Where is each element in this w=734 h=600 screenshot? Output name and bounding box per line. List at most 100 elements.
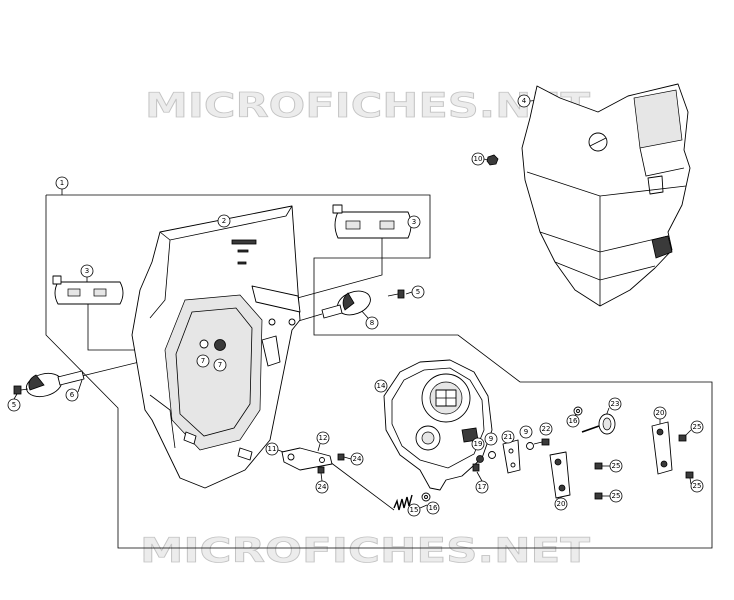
bolt-part-10 [486, 154, 499, 166]
callout-label: 1 [60, 179, 64, 187]
callout-label: 8 [370, 319, 374, 327]
group-1-frame [45, 189, 713, 549]
callout-label: 25 [612, 492, 621, 500]
callout-label: 15 [410, 506, 419, 514]
callout-6: 6 [65, 388, 79, 402]
callout-24-a: 24 [350, 452, 364, 466]
callout-label: 14 [377, 382, 386, 390]
callout-label: 16 [429, 504, 438, 512]
callout-16-a: 16 [426, 501, 440, 515]
callout-label: 3 [85, 267, 89, 275]
watermark-top: MICROFICHES.NET [145, 86, 591, 126]
callout-8: 8 [365, 316, 379, 330]
screw-part-17 [472, 463, 480, 472]
callout-label: 12 [319, 434, 328, 442]
callout-label: 25 [612, 462, 621, 470]
screw-part-25-a [678, 434, 687, 442]
callout-16-b: 16 [566, 414, 580, 428]
callout-label: 7 [201, 357, 205, 365]
callout-label: 3 [412, 218, 416, 226]
callout-3-left: 3 [80, 264, 94, 278]
callout-19: 19 [471, 437, 485, 451]
callout-15: 15 [407, 503, 421, 517]
mask-hole [214, 339, 226, 351]
turn-signal-right [321, 290, 371, 319]
callout-25-a: 25 [690, 420, 704, 434]
callout-label: 4 [522, 97, 527, 105]
callout-23: 23 [608, 397, 622, 411]
callout-25-d: 25 [609, 489, 623, 503]
screw-left [13, 385, 29, 395]
callout-5-left: 5 [7, 398, 21, 412]
spring-part-15 [393, 494, 413, 511]
callout-25-c: 25 [690, 479, 704, 493]
bracket-part-12 [281, 447, 333, 471]
callout-label: 2 [222, 217, 226, 225]
callout-9-b: 9 [519, 425, 533, 439]
bracket-part-21 [502, 439, 521, 474]
callout-label: 7 [218, 361, 222, 369]
callout-label: 16 [569, 417, 578, 425]
watermark-bottom: MICROFICHES.NET [140, 531, 591, 571]
screw-part-24-b [317, 466, 325, 474]
callout-3-right: 3 [407, 215, 421, 229]
callout-label: 11 [268, 445, 277, 453]
screw-part-24-a [337, 453, 345, 461]
callout-label: 10 [474, 155, 483, 163]
mask-logo-mark [231, 239, 257, 245]
nut-part-19 [476, 455, 484, 463]
callout-label: 24 [353, 455, 362, 463]
washer-part-9-a [488, 451, 496, 459]
callout-2: 2 [217, 214, 231, 228]
screw-part-25-d [594, 492, 603, 500]
callout-12: 12 [316, 431, 330, 445]
turn-signal-left [25, 370, 85, 398]
callout-label: 19 [474, 440, 483, 448]
clamp-left [52, 275, 124, 305]
headlight-unit [383, 359, 493, 491]
screw-part-25-c [685, 471, 694, 479]
screw-right [387, 289, 405, 299]
callout-label: 6 [70, 391, 75, 399]
callout-label: 5 [416, 288, 420, 296]
callout-10: 10 [471, 152, 485, 166]
link-part-20-right [651, 421, 673, 475]
washer-part-16-a [421, 492, 431, 502]
callout-label: 17 [478, 483, 487, 491]
callout-11: 11 [265, 442, 279, 456]
callout-17: 17 [475, 480, 489, 494]
callout-20-left: 20 [554, 497, 568, 511]
callout-20-right: 20 [653, 406, 667, 420]
callout-25-b: 25 [609, 459, 623, 473]
callout-label: 25 [693, 482, 702, 490]
adjuster-knob-part-23 [581, 413, 616, 435]
callout-label: 20 [557, 500, 566, 508]
washer-part-16-b [573, 406, 583, 416]
headlight-mask [131, 205, 301, 489]
callout-label: 23 [611, 400, 620, 408]
headlight-mask-upper [521, 83, 691, 307]
callout-14: 14 [374, 379, 388, 393]
callout-4: 4 [517, 94, 531, 108]
callout-22: 22 [539, 422, 553, 436]
callout-label: 21 [504, 433, 513, 441]
callout-label: 9 [489, 435, 493, 443]
callout-label: 25 [693, 423, 702, 431]
callout-21: 21 [501, 430, 515, 444]
screw-part-25-b [594, 462, 603, 470]
callout-7-b: 7 [213, 358, 227, 372]
callout-9-a: 9 [484, 432, 498, 446]
washer-part-9-b [526, 442, 534, 450]
callout-7-a: 7 [196, 354, 210, 368]
callout-24-b: 24 [315, 480, 329, 494]
callout-label: 22 [542, 425, 551, 433]
screw-part-22 [533, 438, 550, 446]
callout-label: 20 [656, 409, 665, 417]
clamp-right [332, 204, 412, 239]
callout-label: 24 [318, 483, 327, 491]
callout-5-right: 5 [411, 285, 425, 299]
callout-label: 9 [524, 428, 528, 436]
link-part-20-left [549, 451, 571, 499]
callout-label: 5 [12, 401, 16, 409]
